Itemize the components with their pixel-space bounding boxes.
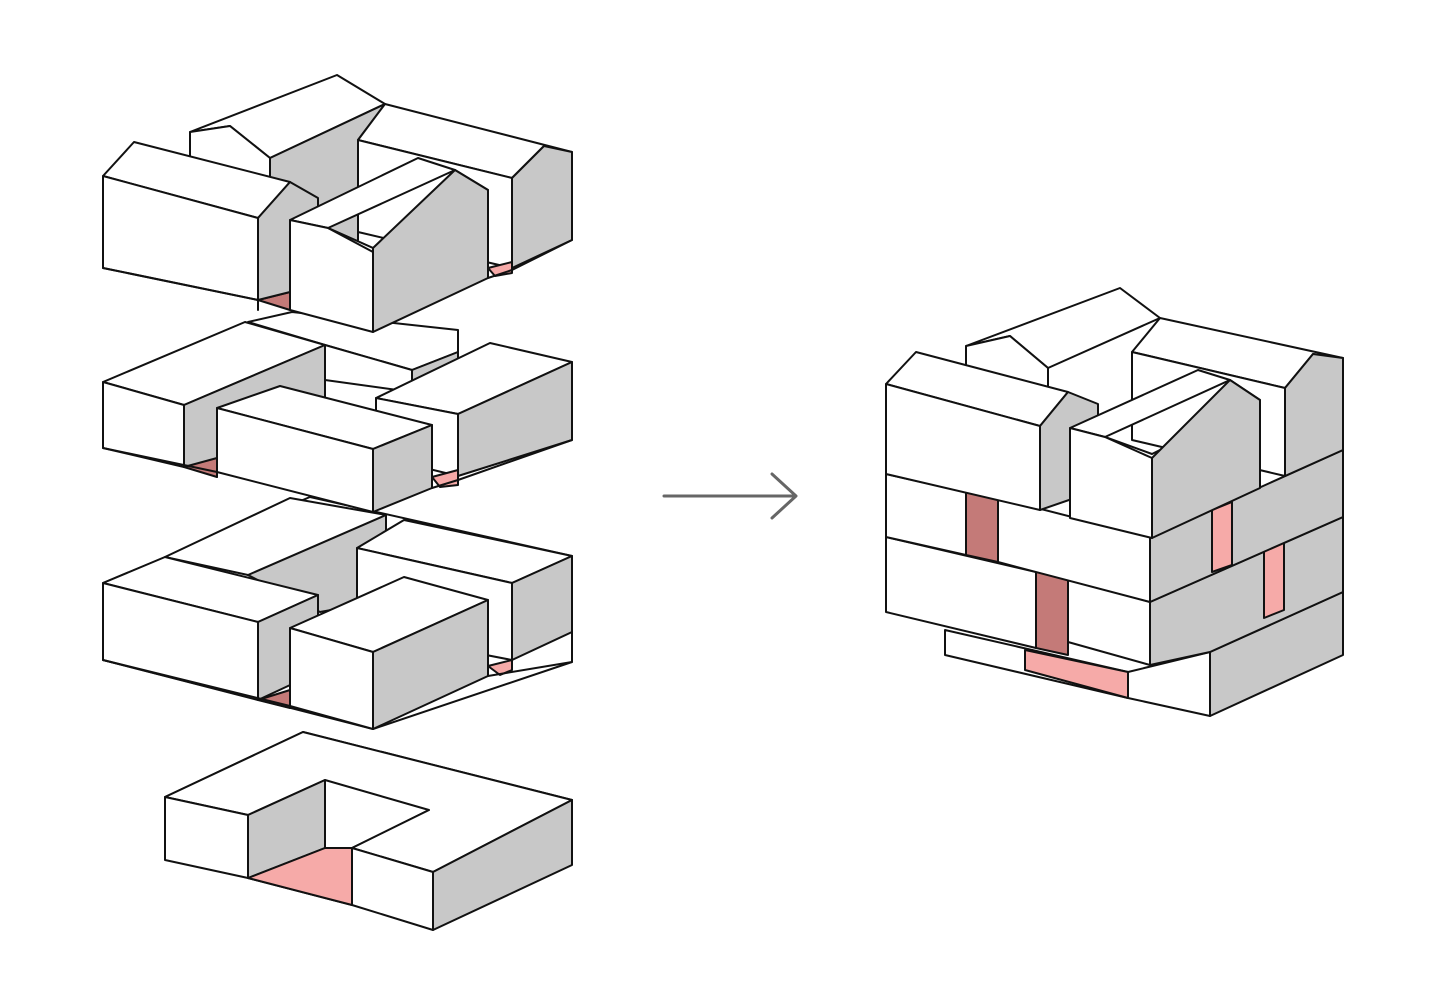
middle-level xyxy=(102,311,573,513)
lower-gap-right xyxy=(487,659,513,676)
mid-slab-edge-right xyxy=(431,439,573,489)
assembled-mass xyxy=(885,287,1344,717)
roof-fr-side xyxy=(372,169,489,333)
roof-br-gable xyxy=(511,145,573,269)
lower-slab-edge xyxy=(487,631,573,677)
base-level xyxy=(164,731,573,931)
mid-slab-edge xyxy=(102,447,218,478)
exploded-stack xyxy=(102,74,573,931)
assembled-mid-gap-right xyxy=(1211,501,1233,573)
assembled-lower-pillar xyxy=(1035,571,1069,656)
roof-slab-edge xyxy=(102,267,259,311)
roof-fr-ridge xyxy=(327,227,374,253)
assembled-mid-pillar xyxy=(965,491,999,563)
roof-slab-edge-right xyxy=(487,239,573,279)
assembled-roof-fr-side xyxy=(1151,379,1261,539)
assembled-lower-gap xyxy=(1263,539,1285,619)
lower-slab-edge-left xyxy=(102,659,291,707)
base-right-side xyxy=(432,799,573,931)
assembled-roof-br-gable xyxy=(1284,353,1344,477)
assembled-base-gap xyxy=(1024,649,1129,699)
roof-level xyxy=(102,74,573,333)
right-arrow-icon xyxy=(662,472,798,520)
lower-level xyxy=(102,496,573,730)
assembled-roof-fr-front xyxy=(1069,427,1153,539)
base-front-left xyxy=(164,796,249,879)
